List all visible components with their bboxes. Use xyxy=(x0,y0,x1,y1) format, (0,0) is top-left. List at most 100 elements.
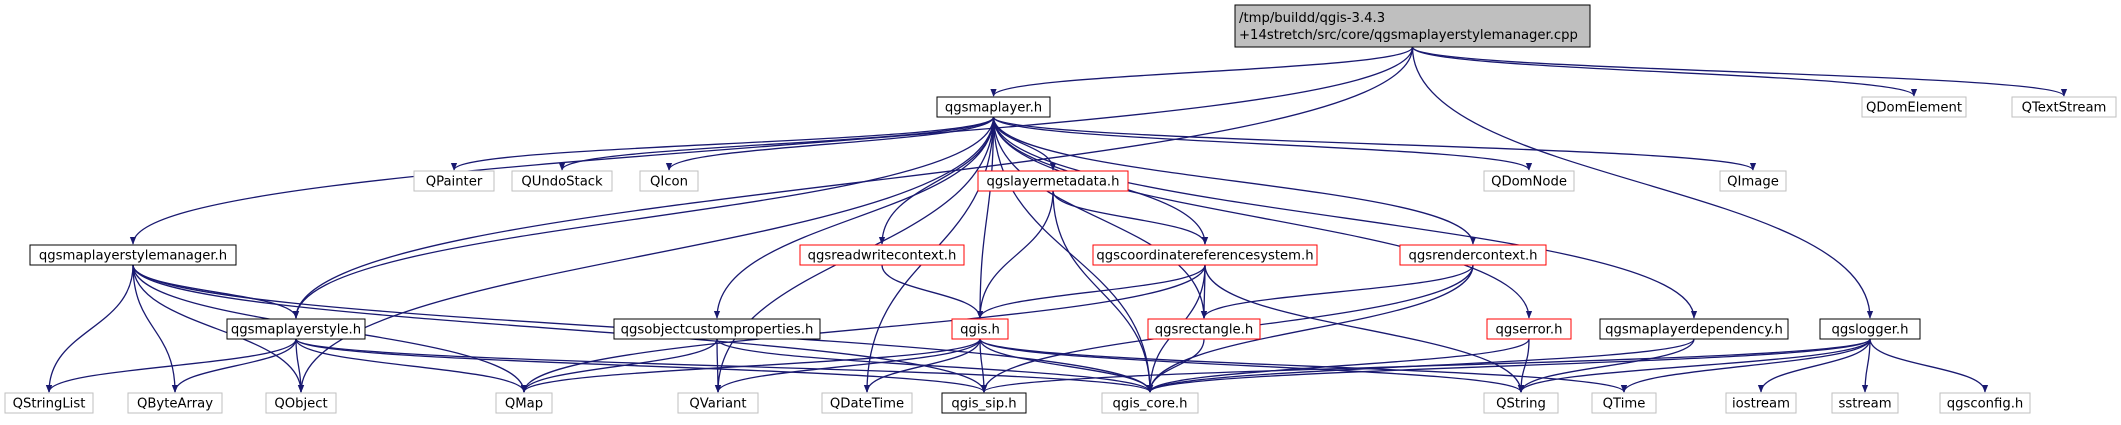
node-label: qgsreadwritecontext.h xyxy=(808,249,957,264)
node-box xyxy=(1147,318,1261,340)
edge-qgsmaplayerstyle_h-to-qmap xyxy=(295,338,528,393)
edge-qgslayermetadata_h-to-qgis_core_h xyxy=(1052,190,1154,393)
node-qgsconfig-h: qgsconfig.h xyxy=(1939,392,2031,414)
node-qgsmaplayerstyle-h[interactable]: qgsmaplayerstyle.h xyxy=(226,318,366,340)
node-qgsrectangle-h[interactable]: qgsrectangle.h xyxy=(1147,318,1261,340)
edge-qgsmaplayer_h-to-qdomnode xyxy=(992,116,1533,171)
node-label: qgis.h xyxy=(960,323,1000,338)
edge-qgsreadwritecontext_h-to-qgis_h xyxy=(881,264,984,319)
node-label: QString xyxy=(1496,397,1546,412)
node-qgis-h[interactable]: qgis.h xyxy=(951,318,1009,340)
edge-qgsmaplayerstyle_h-to-qgis_core_h xyxy=(295,338,1153,393)
node-box xyxy=(941,392,1027,414)
node-box xyxy=(1939,392,2031,414)
node-label: /tmp/buildd/qgis-3.4.3 xyxy=(1239,11,1385,26)
node-label: QUndoStack xyxy=(521,175,603,190)
edge-qgslogger_h-to-sstream xyxy=(1861,338,1871,393)
node-qvariant: QVariant xyxy=(677,392,759,414)
node-qbytearray: QByteArray xyxy=(127,392,223,414)
node-qgsmaplayerdependency-h[interactable]: qgsmaplayerdependency.h xyxy=(1599,318,1789,340)
edge-qgsobjectcustomproperties_h-to-qmap xyxy=(520,338,718,393)
node-box xyxy=(639,170,699,192)
edge-qgsmaplayerstylemanager_h-to-qbytearray xyxy=(132,264,179,393)
node-qstring: QString xyxy=(1483,392,1559,414)
node-box xyxy=(4,392,94,414)
edge-root-to-qdomelement xyxy=(1411,46,1918,97)
node-root[interactable]: /tmp/buildd/qgis-3.4.3 +14stretch/src/cor… xyxy=(1234,4,1591,48)
node-box xyxy=(1725,392,1797,414)
edge-qgis_h-to-qdatetime xyxy=(863,338,981,393)
edge-qgsmaplayerstylemanager_h-to-qstringlist xyxy=(45,264,134,393)
edge-qgslogger_h-to-qtime xyxy=(1620,338,1871,393)
node-box xyxy=(977,170,1129,192)
edge-qgis_h-to-qstring xyxy=(979,338,1525,393)
node-qgsobjectcustomproperties-h[interactable]: qgsobjectcustomproperties.h xyxy=(613,318,821,340)
node-qgsrendercontext-h[interactable]: qgsrendercontext.h xyxy=(1399,244,1547,266)
edge-qgsmaplayerstylemanager_h-to-qgis_sip_h xyxy=(132,264,988,393)
node-label: iostream xyxy=(1732,397,1790,412)
node-label: QMap xyxy=(505,397,543,412)
node-qicon: QIcon xyxy=(639,170,699,192)
node-box xyxy=(1861,96,1967,118)
node-box xyxy=(1101,392,1199,414)
edge-qgsmaplayerstylemanager_h-to-qobject xyxy=(132,264,305,393)
node-label: QDomElement xyxy=(1866,101,1962,116)
node-qgsmaplayer-h[interactable]: qgsmaplayer.h xyxy=(936,96,1051,118)
edge-qgsmaplayer_h-to-qgis_h xyxy=(976,116,995,319)
node-label: QByteArray xyxy=(137,397,213,412)
edge-qgis_h-to-qgis_sip_h xyxy=(979,338,988,393)
node-qgslayermetadata-h[interactable]: qgslayermetadata.h xyxy=(977,170,1129,192)
edge-qgis_h-to-qvariant xyxy=(714,338,981,393)
node-label: sstream xyxy=(1838,397,1891,412)
node-label: qgsobjectcustomproperties.h xyxy=(621,323,814,338)
node-label: QImage xyxy=(1727,175,1779,190)
node-label: qgserror.h xyxy=(1496,323,1563,338)
edge-qgis_h-to-qmap xyxy=(520,338,981,393)
edge-qgsmaplayer_h-to-qgsmaplayerdependency_h xyxy=(992,116,1698,319)
node-box xyxy=(1483,392,1559,414)
edge-qgslayermetadata_h-to-qgis_h xyxy=(976,190,1054,319)
node-label: qgsmaplayerdependency.h xyxy=(1605,323,1783,338)
node-label: qgsmaplayer.h xyxy=(945,101,1042,116)
edge-qgsrendercontext_h-to-qgis_core_h xyxy=(1146,264,1474,393)
node-box xyxy=(226,318,366,340)
node-box xyxy=(495,392,553,414)
node-label: qgsrendercontext.h xyxy=(1408,249,1537,264)
edge-qgslogger_h-to-iostream xyxy=(1757,338,1871,393)
node-box xyxy=(677,392,759,414)
node-qimage: QImage xyxy=(1719,170,1787,192)
node-box xyxy=(1831,392,1899,414)
node-label: qgsmaplayerstylemanager.h xyxy=(39,249,227,264)
node-label: QVariant xyxy=(689,397,746,412)
node-box xyxy=(1599,318,1789,340)
node-qpainter: QPainter xyxy=(413,170,495,192)
node-qstringlist: QStringList xyxy=(4,392,94,414)
node-qgsreadwritecontext-h[interactable]: qgsreadwritecontext.h xyxy=(799,244,965,266)
node-box xyxy=(1092,244,1318,266)
node-label: +14stretch/src/core/qgsmaplayerstylemana… xyxy=(1239,28,1578,43)
edges xyxy=(45,46,2068,393)
node-label: qgsrectangle.h xyxy=(1155,323,1253,338)
node-qgserror-h[interactable]: qgserror.h xyxy=(1486,318,1572,340)
node-qgscoordinatereferencesystem-h[interactable]: qgscoordinatereferencesystem.h xyxy=(1092,244,1318,266)
node-label: QObject xyxy=(274,397,327,412)
node-label: QTime xyxy=(1603,397,1646,412)
node-label: qgsconfig.h xyxy=(1947,397,2024,412)
node-box xyxy=(413,170,495,192)
node-qgis-sip-h[interactable]: qgis_sip.h xyxy=(941,392,1027,414)
node-qgsmaplayerstylemanager-h[interactable]: qgsmaplayerstylemanager.h xyxy=(29,244,237,266)
edge-qgsmaplayer_h-to-qgserror_h xyxy=(992,116,1533,319)
node-box xyxy=(265,392,337,414)
node-qgslogger-h[interactable]: qgslogger.h xyxy=(1819,318,1921,340)
node-qdatetime: QDateTime xyxy=(821,392,913,414)
edge-qgslogger_h-to-qgis_core_h xyxy=(1147,338,1871,393)
node-label: QTextStream xyxy=(2022,101,2107,116)
edge-qgsmaplayer_h-to-qgsmaplayerstyle_h xyxy=(292,116,995,319)
node-box xyxy=(936,96,1051,118)
node-box xyxy=(1483,170,1575,192)
node-box xyxy=(821,392,913,414)
node-box xyxy=(511,170,613,192)
edge-qgsmaplayerstyle_h-to-qbytearray xyxy=(171,338,297,393)
node-iostream: iostream xyxy=(1725,392,1797,414)
